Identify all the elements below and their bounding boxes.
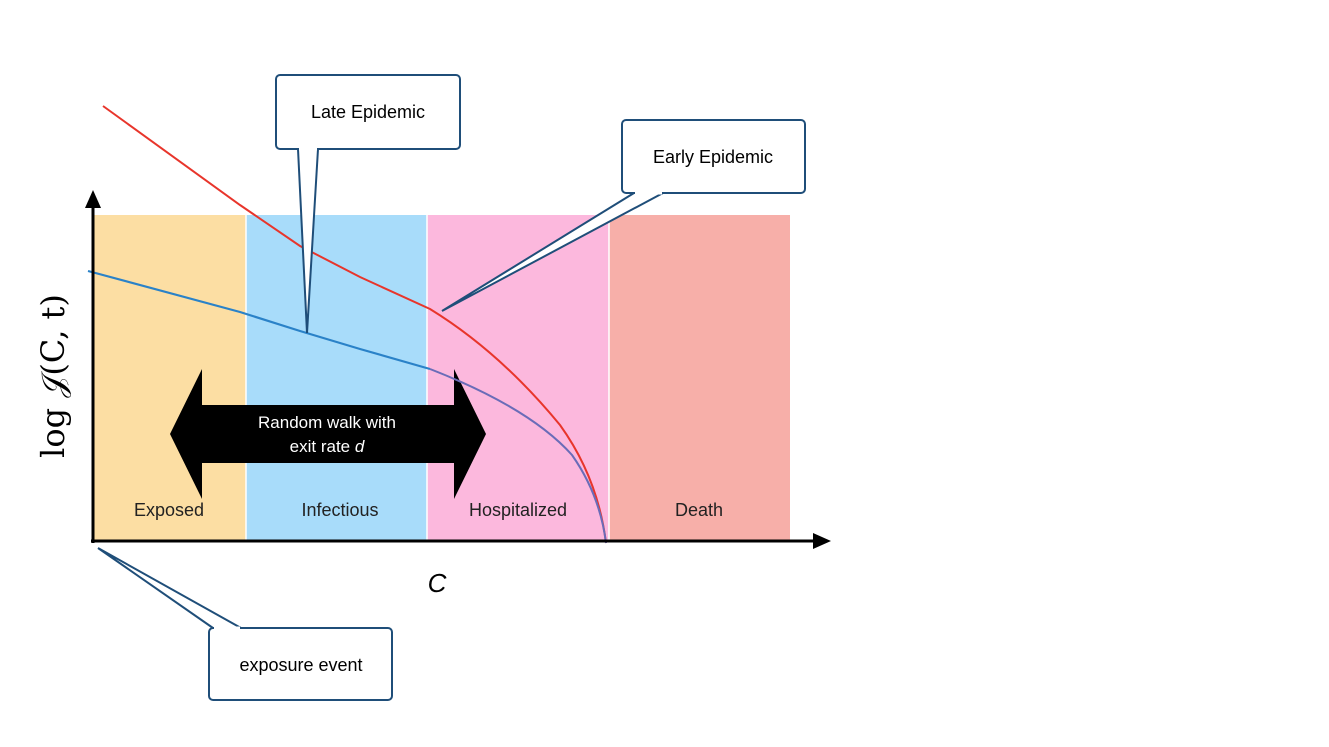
early-epidemic-curve xyxy=(102,105,607,544)
random-walk-arrow: Random walk with exit rate d xyxy=(170,369,486,499)
callout-exposure-pointer xyxy=(97,547,242,629)
arrow-label-line2: exit rate d xyxy=(290,437,365,456)
callout-early-pointer xyxy=(441,192,664,312)
callout-late-text: Late Epidemic xyxy=(311,102,425,122)
late-epidemic-curve xyxy=(87,269,431,371)
stage-band-exposed xyxy=(93,215,246,541)
x-axis-arrowhead xyxy=(813,533,831,549)
axes xyxy=(85,190,831,549)
stage-band-infectious xyxy=(246,215,427,541)
y-axis-label: log 𝒥(C, t) xyxy=(34,294,72,458)
callout-exposure-event: exposure event xyxy=(97,547,393,701)
stage-label-exposed: Exposed xyxy=(134,500,204,520)
callout-late-box xyxy=(275,74,461,150)
callout-early-epidemic: Early Epidemic xyxy=(441,119,806,312)
callout-late-pointer xyxy=(297,148,319,334)
stage-label-death: Death xyxy=(675,500,723,520)
callout-exposure-box xyxy=(208,627,393,701)
callout-early-box xyxy=(621,119,806,194)
stage-band-death xyxy=(609,215,790,541)
callout-early-text: Early Epidemic xyxy=(653,147,773,167)
y-axis-arrowhead xyxy=(85,190,101,208)
arrow-label-line1: Random walk with xyxy=(258,413,396,432)
callout-exposure-text: exposure event xyxy=(239,655,362,675)
x-axis-label: C xyxy=(428,568,447,598)
stage-label-infectious: Infectious xyxy=(301,500,378,520)
double-arrow-shape xyxy=(170,369,486,499)
stage-bands xyxy=(93,215,790,541)
stage-label-hospitalized: Hospitalized xyxy=(469,500,567,520)
callout-late-epidemic: Late Epidemic xyxy=(275,74,461,334)
late-epidemic-curve-tail xyxy=(429,368,607,544)
